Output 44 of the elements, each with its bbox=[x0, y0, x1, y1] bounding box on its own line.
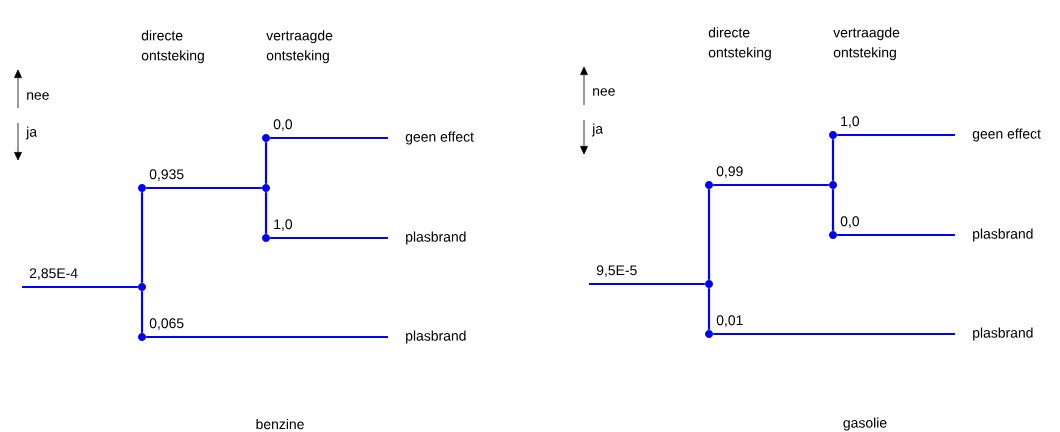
probability-label: 9,5E-5 bbox=[595, 264, 639, 278]
probability-label: 0,935 bbox=[148, 168, 186, 182]
branch-line bbox=[713, 332, 955, 336]
probability-label: 1,0 bbox=[839, 115, 861, 129]
branch-line bbox=[589, 282, 705, 286]
branch-line bbox=[140, 192, 144, 283]
direction-label: ja bbox=[25, 126, 38, 140]
probability-label: 0,01 bbox=[715, 314, 745, 328]
outcome-label: plasbrand bbox=[973, 327, 1033, 341]
branch-line bbox=[146, 186, 262, 190]
probability-label: 2,85E-4 bbox=[28, 267, 80, 281]
column-header: vertraagde ontsteking bbox=[833, 27, 900, 61]
branch-line bbox=[264, 192, 268, 234]
branch-line bbox=[707, 288, 711, 330]
outcome-label: plasbrand bbox=[973, 228, 1033, 242]
branch-line bbox=[837, 133, 955, 137]
branch-line bbox=[270, 136, 388, 140]
probability-label: 0,0 bbox=[839, 215, 861, 229]
direction-label: nee bbox=[27, 92, 49, 100]
branch-line bbox=[707, 189, 711, 280]
branch-line bbox=[264, 142, 268, 184]
branch-line bbox=[22, 285, 138, 289]
probability-label: 0,065 bbox=[148, 317, 186, 331]
branch-line bbox=[146, 335, 388, 339]
tree-caption: benzine bbox=[256, 418, 304, 430]
column-header: vertraagde ontsteking bbox=[266, 30, 333, 64]
branch-line bbox=[140, 291, 144, 333]
outcome-label: plasbrand bbox=[406, 231, 466, 245]
branch-line bbox=[837, 233, 955, 237]
outcome-label: geen effect bbox=[972, 128, 1041, 142]
outcome-label: plasbrand bbox=[406, 330, 466, 344]
probability-label: 1,0 bbox=[272, 218, 294, 232]
tree-caption: gasolie bbox=[843, 417, 887, 431]
outcome-label: geen effect bbox=[405, 131, 474, 145]
branch-line bbox=[831, 139, 835, 181]
probability-label: 0,99 bbox=[715, 165, 745, 179]
branch-line bbox=[713, 183, 829, 187]
branch-line bbox=[270, 236, 388, 240]
direction-label: nee bbox=[593, 88, 615, 96]
column-header: directe ontsteking bbox=[141, 30, 204, 64]
column-header: directe ontsteking bbox=[708, 27, 771, 61]
direction-label: ja bbox=[591, 123, 604, 137]
branch-line bbox=[831, 189, 835, 231]
probability-label: 0,0 bbox=[272, 118, 294, 132]
